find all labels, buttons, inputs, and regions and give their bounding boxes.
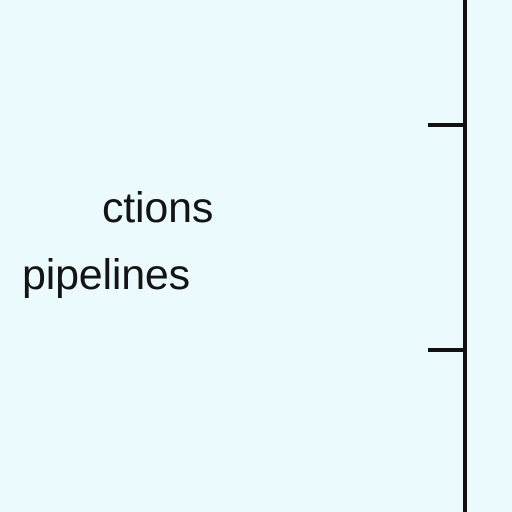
label-line-1: ctions bbox=[102, 184, 214, 232]
connector-tick-lower bbox=[428, 348, 465, 352]
diagram-label: ctions pipelines bbox=[0, 175, 262, 309]
label-line-2: pipelines bbox=[22, 251, 190, 299]
connector-tick-upper bbox=[428, 123, 465, 127]
vertical-connector-line bbox=[463, 0, 467, 512]
